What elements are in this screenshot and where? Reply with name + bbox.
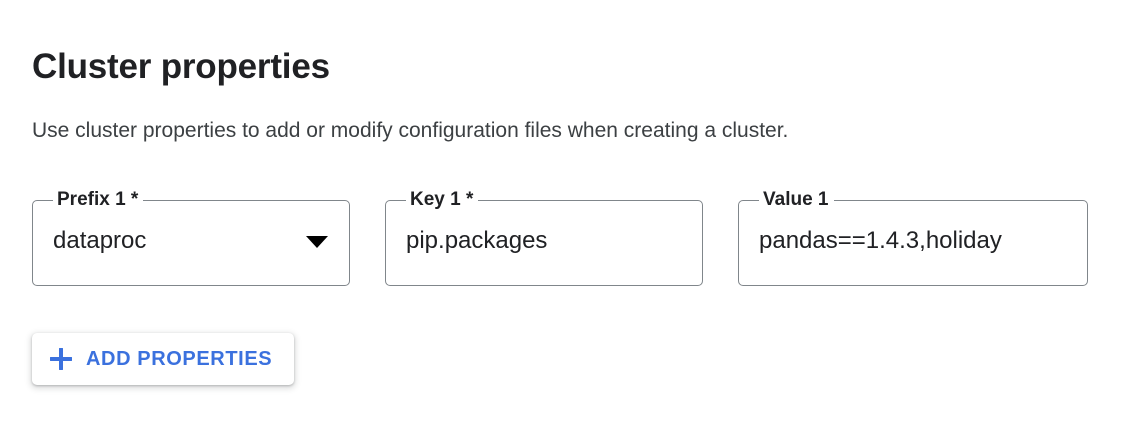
page-description: Use cluster properties to add or modify … (32, 119, 789, 142)
value-field-label: Value 1 (759, 189, 833, 211)
prefix-field-value[interactable]: dataproc (53, 227, 147, 254)
plus-icon (50, 348, 72, 370)
key-field-value[interactable]: pip.packages (406, 227, 548, 254)
prefix-field-label: Prefix 1 * (53, 189, 143, 211)
value-field-value[interactable]: pandas==1.4.3,holiday (759, 227, 1002, 254)
key-field-label: Key 1 * (406, 189, 478, 211)
prefix-field[interactable]: Prefix 1 * dataproc (32, 189, 350, 286)
properties-row: Prefix 1 * dataproc Key 1 * pip.packages… (32, 189, 1092, 286)
page-title: Cluster properties (32, 47, 330, 87)
add-properties-button-label: ADD PROPERTIES (86, 348, 273, 370)
caret-down-icon[interactable] (306, 236, 328, 248)
add-properties-button[interactable]: ADD PROPERTIES (32, 333, 295, 385)
value-field[interactable]: Value 1 pandas==1.4.3,holiday (738, 189, 1088, 286)
key-field[interactable]: Key 1 * pip.packages (385, 189, 703, 286)
